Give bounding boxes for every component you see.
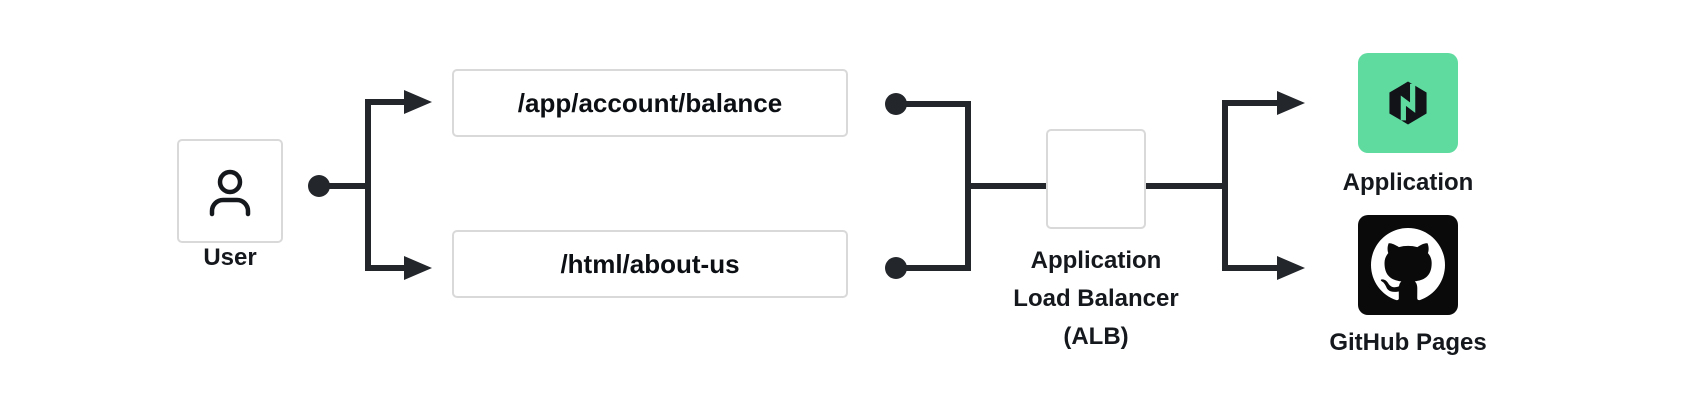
route-html-dot xyxy=(885,257,907,279)
github-pages-tile xyxy=(1358,215,1458,315)
github-pages-label: GitHub Pages xyxy=(1329,329,1487,356)
arrowhead-icon xyxy=(1277,91,1305,115)
user-branch-fork xyxy=(365,99,406,271)
alb-branch-fork xyxy=(1222,100,1278,271)
alb-label-line2: Load Balancer xyxy=(1013,285,1179,312)
route-path-text: /html/about-us xyxy=(560,248,740,279)
route-app-dot xyxy=(885,93,907,115)
arrowhead-icon xyxy=(404,256,432,280)
route-path-text: /app/account/balance xyxy=(517,87,783,118)
user-label: User xyxy=(203,244,257,271)
user-icon xyxy=(209,169,251,217)
user-node xyxy=(177,139,283,243)
github-octocat-icon xyxy=(1371,228,1445,301)
nhost-hexagon-icon xyxy=(1389,81,1427,125)
application-tile xyxy=(1358,53,1458,153)
arrowhead-icon xyxy=(1277,256,1305,280)
alb-label-line1: Application xyxy=(1030,247,1162,274)
alb-label-line3: (ALB) xyxy=(1063,323,1129,350)
alb-label: Application Load Balancer (ALB) xyxy=(986,242,1206,356)
routes-merge-fork xyxy=(896,101,971,271)
user-origin-dot xyxy=(308,175,330,197)
route-box-app: /app/account/balance xyxy=(452,69,848,137)
alb-node xyxy=(1046,129,1146,229)
arrowhead-icon xyxy=(404,90,432,114)
route-box-html: /html/about-us xyxy=(452,230,848,298)
application-label: Application xyxy=(1342,169,1474,196)
